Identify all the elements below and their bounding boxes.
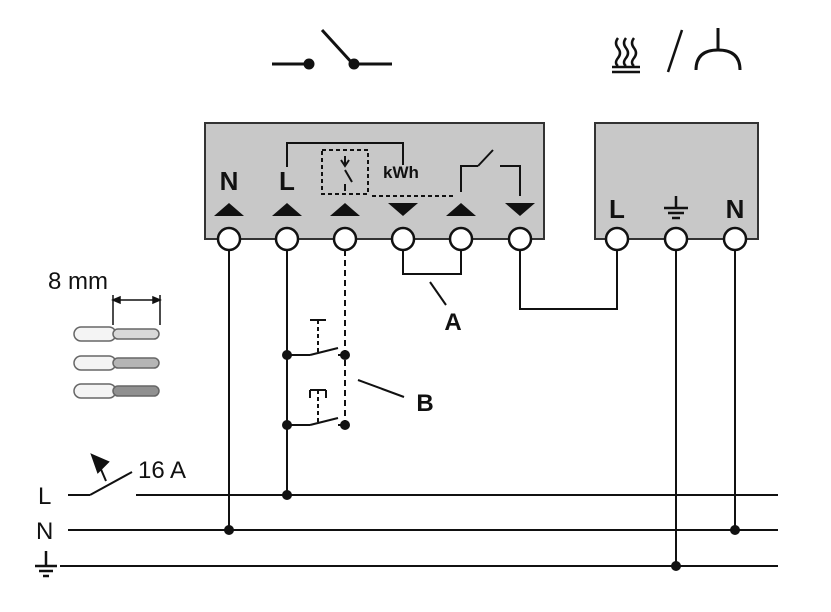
meter-label: kWh bbox=[383, 163, 419, 182]
callout-b-leader bbox=[357, 379, 405, 398]
strip-length-label: 8 mm bbox=[48, 268, 108, 295]
slash-divider bbox=[666, 29, 684, 73]
load-module bbox=[594, 122, 759, 240]
breaker-icon bbox=[90, 453, 110, 482]
junction-dots bbox=[224, 350, 740, 571]
terminal-label-l: L bbox=[279, 166, 295, 196]
switch-module bbox=[204, 122, 545, 240]
rail-label-l: L bbox=[38, 483, 51, 510]
earth-ground-icon bbox=[664, 196, 688, 220]
callout-a: A bbox=[444, 309, 461, 336]
strip-dimension bbox=[111, 295, 162, 325]
terminal-label-n: N bbox=[220, 166, 239, 196]
auxiliary-contact-icon bbox=[340, 156, 353, 191]
breaker-rating: 16 A bbox=[138, 457, 186, 484]
switch-symbol-icon bbox=[272, 28, 392, 70]
load-terminal-label-n: N bbox=[726, 194, 745, 224]
screw-terminals bbox=[216, 226, 748, 252]
stripped-wire-icon bbox=[73, 326, 160, 399]
heating-icon bbox=[612, 37, 640, 74]
external-wiring bbox=[228, 250, 736, 566]
callout-b: B bbox=[416, 390, 433, 417]
supply-rails bbox=[60, 471, 778, 567]
lamp-icon bbox=[694, 28, 742, 71]
terminal-markers bbox=[214, 203, 535, 216]
push-button-switches bbox=[287, 319, 345, 426]
rail-earth-icon bbox=[35, 551, 57, 578]
callout-a-leader bbox=[429, 281, 447, 306]
internal-wiring bbox=[286, 142, 521, 197]
rail-label-n: N bbox=[36, 518, 53, 545]
load-terminal-label-l: L bbox=[609, 194, 625, 224]
